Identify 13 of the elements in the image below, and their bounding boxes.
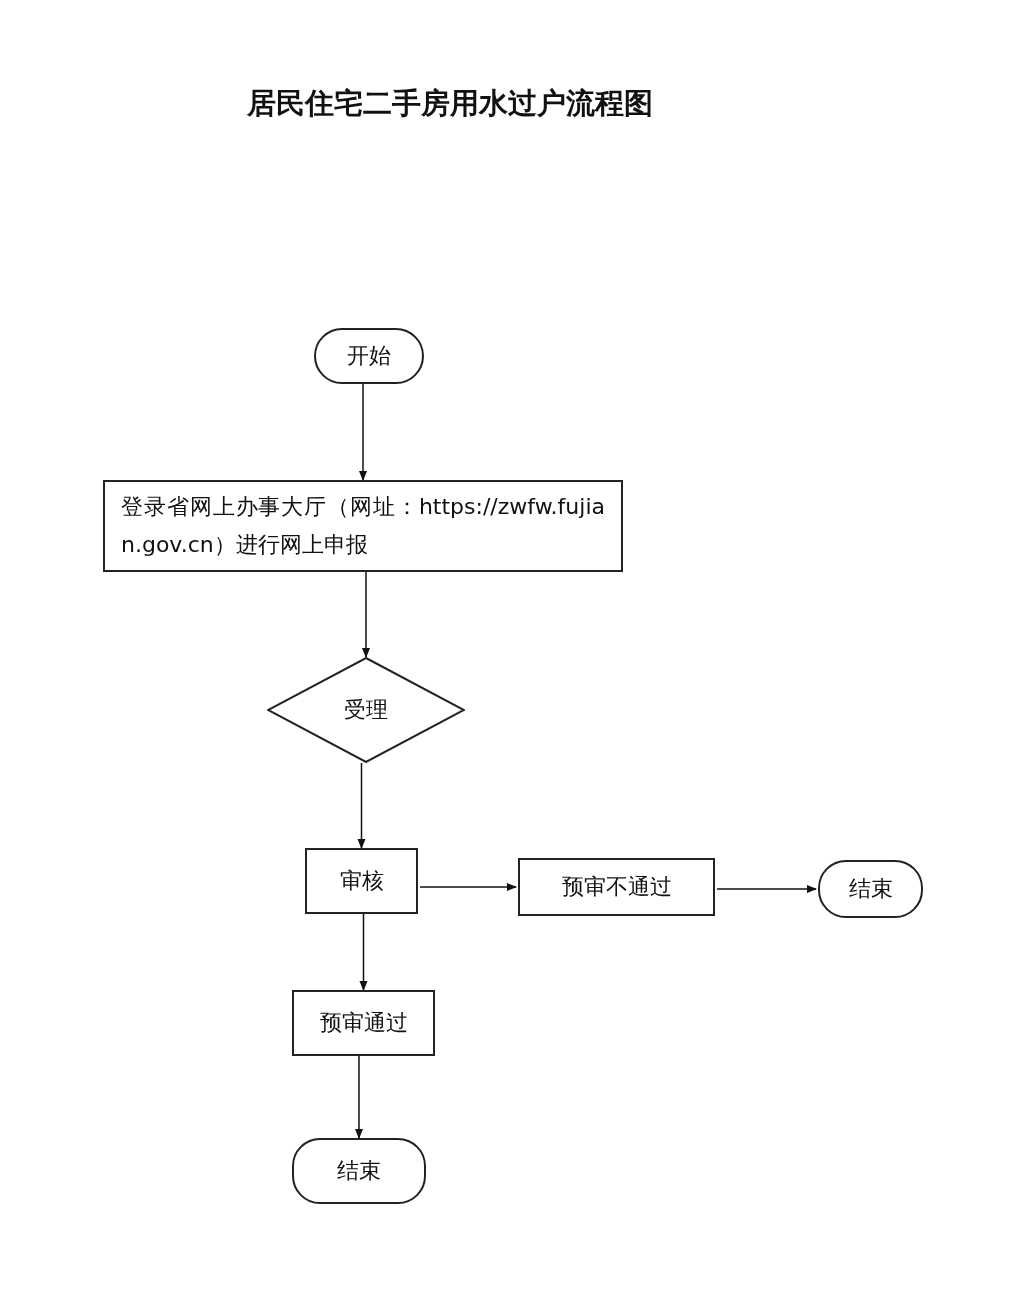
arrow xyxy=(359,913,368,991)
process-box: 登录省网上办事大厅（网址：https://zwfw.fujian.gov.cn）进行网上申报 xyxy=(103,480,623,572)
arrow xyxy=(716,885,817,893)
arrow xyxy=(357,762,366,849)
arrow xyxy=(359,383,367,481)
decision-diamond: 受理 xyxy=(267,657,465,763)
title: 居民住宅二手房用水过户流程图 xyxy=(246,85,654,122)
arrow xyxy=(362,571,370,658)
process-box: 预审通过 xyxy=(292,990,435,1056)
process-box: 预审不通过 xyxy=(518,858,715,916)
arrow xyxy=(419,883,517,891)
process-box: 审核 xyxy=(305,848,418,914)
arrow xyxy=(355,1055,363,1139)
